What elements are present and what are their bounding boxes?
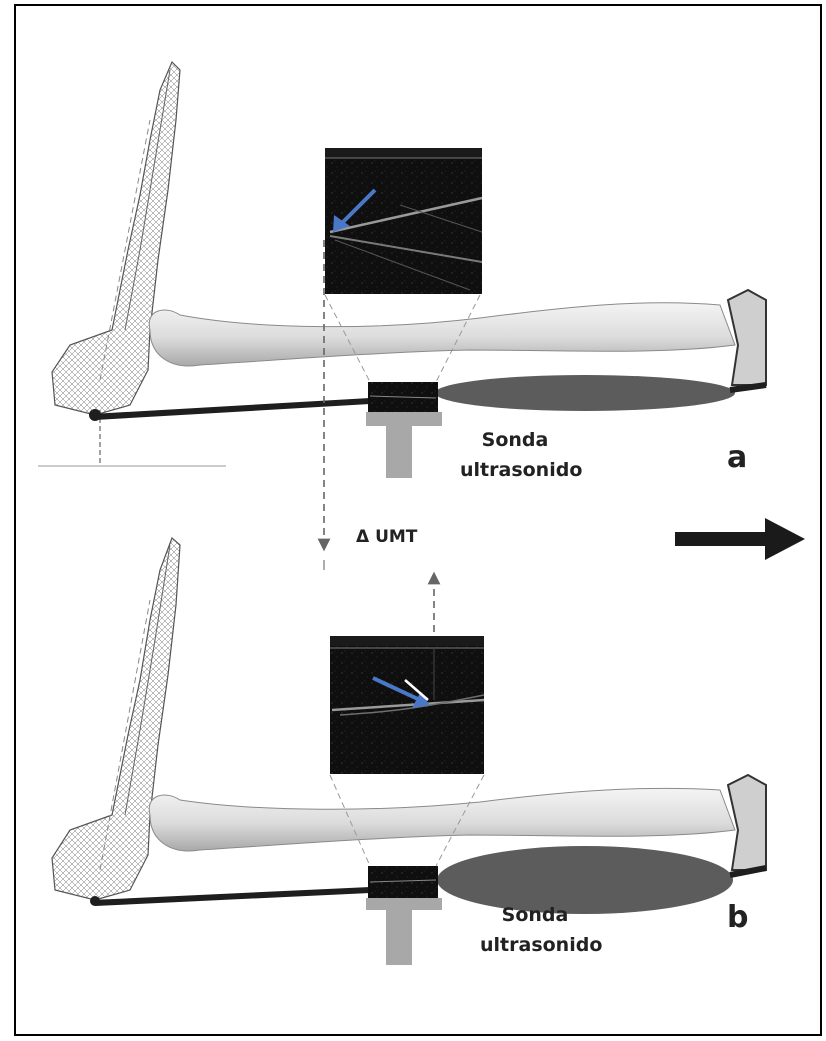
muscle-belly <box>435 375 735 411</box>
probe-label-b-line2: ultrasonido <box>480 930 590 960</box>
ultrasound-inset-a <box>325 148 482 294</box>
ultrasound-probe-icon <box>366 382 442 478</box>
tibia-bone-icon <box>149 303 735 366</box>
knee-joint-icon <box>728 775 766 870</box>
foot-skeleton-icon <box>52 538 180 900</box>
panel-b <box>52 538 766 965</box>
panel-letter-b: b <box>727 900 748 935</box>
ultrasound-inset-b <box>330 636 484 774</box>
motion-arrow-icon <box>675 518 805 560</box>
probe-label-a: Sonda ultrasonido <box>460 425 570 485</box>
tendon <box>92 398 370 420</box>
probe-label-a-line1: Sonda <box>460 425 570 455</box>
knee-joint-icon <box>728 290 766 385</box>
ultrasound-probe-icon <box>366 866 442 965</box>
panel-letter-a: a <box>727 440 747 475</box>
panel-a <box>38 62 766 545</box>
tendon <box>92 887 370 906</box>
probe-label-a-line2: ultrasonido <box>460 455 570 485</box>
probe-label-b: Sonda ultrasonido <box>480 900 590 960</box>
tibia-bone-icon <box>149 788 735 851</box>
foot-skeleton-icon <box>52 62 180 465</box>
delta-umt-label: Δ UMT <box>356 527 417 547</box>
probe-label-b-line1: Sonda <box>480 900 590 930</box>
